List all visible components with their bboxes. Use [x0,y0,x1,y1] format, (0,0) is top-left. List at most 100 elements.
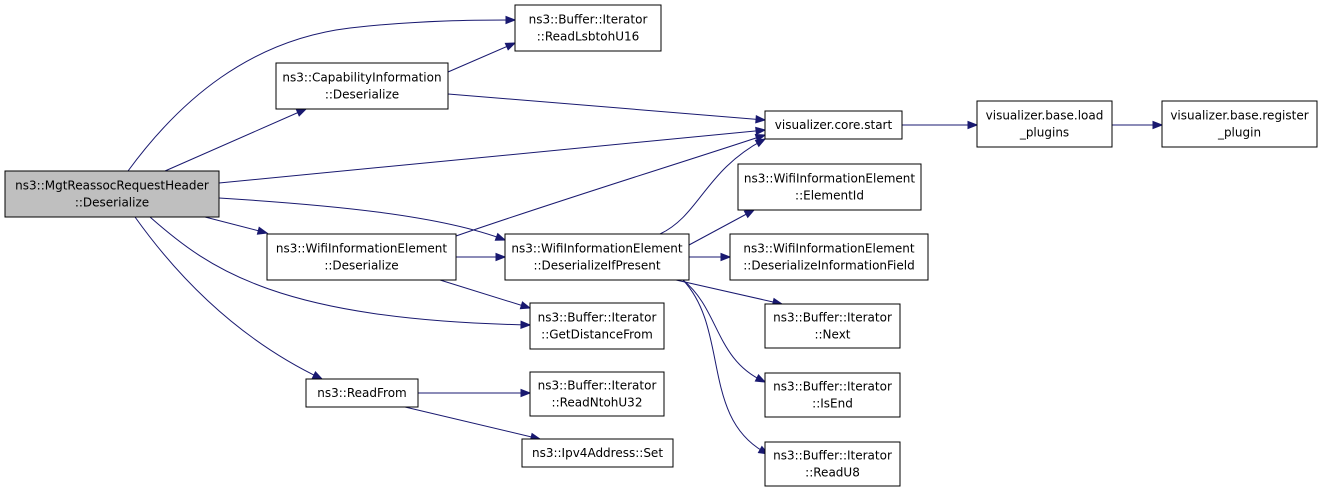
node-label-line: visualizer.base.load [986,109,1104,123]
node-vbl[interactable]: visualizer.base.load _plugins [976,100,1113,148]
edge-line [659,138,766,235]
node-mgt[interactable]: ns3::MgtReassocRequestHeader::Deserializ… [4,170,220,218]
arrowhead [519,301,532,310]
edge-rfrom-to-ipv4 [404,406,542,441]
node-label-line: ::ReadU8 [805,466,860,480]
node-box [529,371,665,417]
edge-line [682,279,769,455]
node-label-line: ::Deserialize [325,88,399,102]
node-label-line: ::Deserialize [324,259,398,273]
arrowhead [256,226,269,235]
arrowhead [743,209,756,219]
node-label-line: ::ReadNtohU32 [552,396,643,410]
edge-line [675,279,783,305]
node-rlsb[interactable]: ns3::Buffer::Iterator::ReadLsbtohU16 [514,4,662,52]
arrowhead [504,42,517,51]
edge-line [218,197,506,241]
edge-line [455,134,766,237]
node-label-line: ns3::WifiInformationElement [511,242,683,256]
node-label-line: _plugins [1019,126,1069,140]
edge-wdp-to-weid [688,209,756,246]
node-label-line: _plugin [1217,126,1261,140]
arrowhead [1152,120,1164,130]
node-label-line: ns3::WifiInformationElement [743,242,915,256]
edge-vbl-to-vbr [1112,120,1164,130]
node-box [737,163,922,211]
edge-line [404,406,541,440]
edge-line [439,279,531,309]
edge-mgt-to-rlsb [127,15,517,172]
node-cap[interactable]: ns3::CapabilityInformation::Deserialize [275,62,449,110]
node-label-line: ns3::WifiInformationElement [276,242,448,256]
node-label-line: visualizer.core.start [775,118,893,132]
node-label-line: ns3::Buffer::Iterator [773,449,892,463]
node-box [764,441,901,487]
node-box [529,302,665,350]
node-label-line: ::GetDistanceFrom [541,328,653,342]
edge-line [682,279,766,383]
edge-line [688,209,755,246]
node-rfrom[interactable]: ns3::ReadFrom [305,378,419,408]
node-ru8[interactable]: ns3::Buffer::Iterator::ReadU8 [764,441,901,487]
node-box [764,110,903,140]
node-box [266,233,457,281]
edges-layer [127,15,1164,455]
edge-wdp-to-wdif [689,252,732,262]
node-box [504,233,690,281]
node-box [764,303,901,349]
arrowhead [755,126,767,136]
edge-line [127,19,516,172]
edge-line [218,129,766,184]
node-gdf[interactable]: ns3::Buffer::Iterator::GetDistanceFrom [529,302,665,350]
node-label-line: ns3::WifiInformationElement [744,172,916,186]
edge-mgt-to-cap [164,108,308,172]
node-ipv4[interactable]: ns3::Ipv4Address::Set [521,438,674,468]
node-label-line: ::DeserializeInformationField [743,259,914,273]
arrowhead [495,252,507,262]
edge-line [149,216,531,326]
node-next[interactable]: ns3::Buffer::Iterator::Next [764,303,901,349]
node-rn32[interactable]: ns3::Buffer::Iterator::ReadNtohU32 [529,371,665,417]
node-isend[interactable]: ns3::Buffer::Iterator::IsEnd [764,372,901,418]
edge-wie-to-wdp [456,252,507,262]
node-box [275,62,449,110]
arrowhead [505,15,517,25]
node-wie[interactable]: ns3::WifiInformationElement::Deserialize [266,233,457,281]
node-label-line: ::Next [814,328,850,342]
edge-wdp-to-next [675,279,784,307]
edge-line [447,42,516,73]
node-box [1161,100,1318,148]
node-box [521,438,674,468]
node-label-line: ns3::Buffer::Iterator [538,311,657,325]
node-label-line: ns3::ReadFrom [317,386,406,400]
node-box [4,170,220,218]
node-wdp[interactable]: ns3::WifiInformationElement::Deserialize… [504,233,690,281]
node-label-line: visualizer.base.register [1170,109,1308,123]
arrowhead [755,115,767,124]
node-wdif[interactable]: ns3::WifiInformationElement::Deserialize… [729,233,929,281]
node-box [729,233,929,281]
edge-mgt-to-vcs [218,126,767,184]
node-box [764,372,901,418]
arrowhead [494,232,507,241]
edge-line [164,108,307,172]
node-vbr[interactable]: visualizer.base.register _plugin [1161,100,1318,148]
edge-line [204,216,268,234]
edge-wdp-to-isend [682,279,767,383]
node-label-line: ns3::Buffer::Iterator [538,379,657,393]
node-box [514,4,662,52]
node-weid[interactable]: ns3::WifiInformationElement::ElementId [737,163,922,211]
node-label-line: ns3::Buffer::Iterator [529,13,648,27]
node-label-line: ::Deserialize [75,196,149,210]
arrowhead [967,120,979,130]
node-vcs[interactable]: visualizer.core.start [764,110,903,140]
arrowhead [754,373,767,383]
edge-wie-to-gdf [439,279,532,310]
node-label-line: ns3::CapabilityInformation [282,71,441,85]
node-box [305,378,419,408]
node-box [976,100,1113,148]
edge-wdp-to-vcs [659,138,767,235]
edge-wdp-to-ru8 [682,279,770,455]
edge-line [134,216,323,380]
